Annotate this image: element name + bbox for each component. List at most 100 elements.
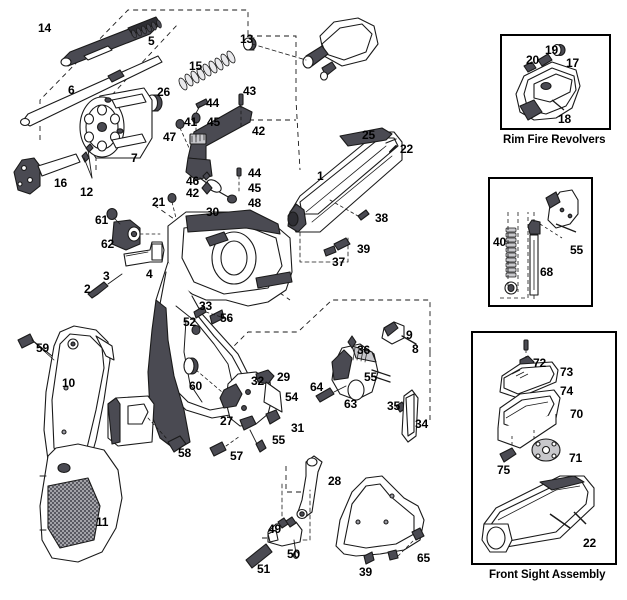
part-number-15: 15 [189, 59, 202, 73]
part-number-49: 49 [268, 522, 281, 536]
part-number-22: 22 [583, 536, 596, 550]
part-11-grip-checkered [39, 443, 123, 563]
part-number-45: 45 [207, 115, 220, 129]
part-number-32: 32 [251, 374, 264, 388]
part-42-hammer [185, 105, 253, 204]
inset-box-front-sight-assembly [471, 331, 617, 565]
part-number-71: 71 [569, 451, 582, 465]
part-22-pin-callout [389, 145, 397, 153]
part-number-22: 22 [400, 142, 413, 156]
inset-3-artwork [481, 339, 595, 553]
part-59-screw [17, 333, 55, 361]
part-number-56: 56 [220, 311, 233, 325]
part-number-58: 58 [178, 446, 191, 460]
part-number-38: 38 [375, 211, 388, 225]
part-number-68: 68 [540, 265, 553, 279]
part-15-main-spring [178, 50, 236, 91]
part-number-14: 14 [38, 21, 51, 35]
part-number-70: 70 [570, 407, 583, 421]
part-number-63: 63 [344, 397, 357, 411]
part-number-4: 4 [146, 267, 153, 281]
part-number-29: 29 [277, 370, 290, 384]
part-number-50: 50 [287, 547, 300, 561]
part-number-33: 33 [199, 299, 212, 313]
part-number-44: 44 [248, 166, 261, 180]
inset-box-spring-strut [488, 177, 593, 307]
part-number-72: 72 [533, 356, 546, 370]
inset-box-rim-fire-revolvers [500, 34, 611, 130]
part-number-48: 48 [248, 196, 261, 210]
part-number-74: 74 [560, 384, 573, 398]
part-number-47: 47 [163, 130, 176, 144]
part-10-grip-panel [43, 325, 115, 473]
part-number-3: 3 [103, 269, 110, 283]
part-2-3-screw [87, 273, 123, 299]
part-number-5: 5 [148, 34, 155, 48]
part-number-55: 55 [272, 433, 285, 447]
part-number-39: 39 [357, 242, 370, 256]
part-35-34-ejector-spring [395, 389, 419, 443]
part-5-spring [131, 19, 162, 39]
part-43-pin [238, 93, 244, 129]
part-number-36: 36 [357, 343, 370, 357]
part-number-75: 75 [497, 463, 510, 477]
part-number-17: 17 [566, 56, 579, 70]
part-16-crane-yoke [13, 153, 81, 195]
part-12-pins [81, 143, 94, 179]
part-39-plunger [299, 231, 351, 263]
part-49-50-51-latch-group [245, 516, 303, 569]
inset-1-artwork [515, 43, 581, 121]
part-number-9: 9 [406, 328, 413, 342]
part-number-6: 6 [68, 83, 75, 97]
part-44-45-41-pins [191, 98, 209, 141]
part-number-51: 51 [257, 562, 270, 576]
part-number-16: 16 [54, 176, 67, 190]
part-number-37: 37 [332, 255, 345, 269]
part-number-35: 35 [387, 399, 400, 413]
part-number-25: 25 [362, 128, 375, 142]
part-number-42: 42 [186, 186, 199, 200]
part-9-8-sight-group [381, 321, 417, 345]
part-13-bushing [242, 37, 257, 51]
part-38-pin [329, 199, 370, 221]
part-number-28: 28 [328, 474, 341, 488]
part-number-30: 30 [206, 205, 219, 219]
part-44-45-48-pin-stack [236, 167, 242, 193]
part-number-73: 73 [560, 365, 573, 379]
part-number-18: 18 [558, 112, 571, 126]
inset-2-artwork [500, 189, 579, 302]
part-number-27: 27 [220, 414, 233, 428]
part-27-32-29-54-31-trigger-group [209, 369, 283, 457]
part-60-pin [183, 357, 223, 393]
part-number-65: 65 [417, 551, 430, 565]
part-number-41: 41 [184, 115, 197, 129]
part-number-42: 42 [252, 124, 265, 138]
part-number-7: 7 [131, 151, 138, 165]
part-number-59: 59 [36, 341, 49, 355]
part-number-45: 45 [248, 181, 261, 195]
part-47-pin [175, 118, 191, 151]
part-number-34: 34 [415, 417, 428, 431]
part-number-12: 12 [80, 185, 93, 199]
part-number-31: 31 [291, 421, 304, 435]
part-33-52-56-small-parts [191, 305, 231, 336]
part-number-60: 60 [189, 379, 202, 393]
part-number-54: 54 [285, 390, 298, 404]
part-61-62-cylinder-latch [106, 207, 161, 251]
part-number-13: 13 [240, 32, 253, 46]
part-number-46: 46 [186, 174, 199, 188]
part-number-21: 21 [152, 195, 165, 209]
part-number-20: 20 [526, 53, 539, 67]
part-number-55: 55 [364, 370, 377, 384]
part-number-61: 61 [95, 213, 108, 227]
part-number-57: 57 [230, 449, 243, 463]
part-46-42-small-parts [201, 171, 213, 195]
part-21-pin [167, 192, 177, 219]
part-number-55: 55 [570, 243, 583, 257]
part-number-52: 52 [183, 315, 196, 329]
part-number-19: 19 [545, 43, 558, 57]
part-number-40: 40 [493, 235, 506, 249]
part-4-hand-bar [123, 241, 165, 267]
